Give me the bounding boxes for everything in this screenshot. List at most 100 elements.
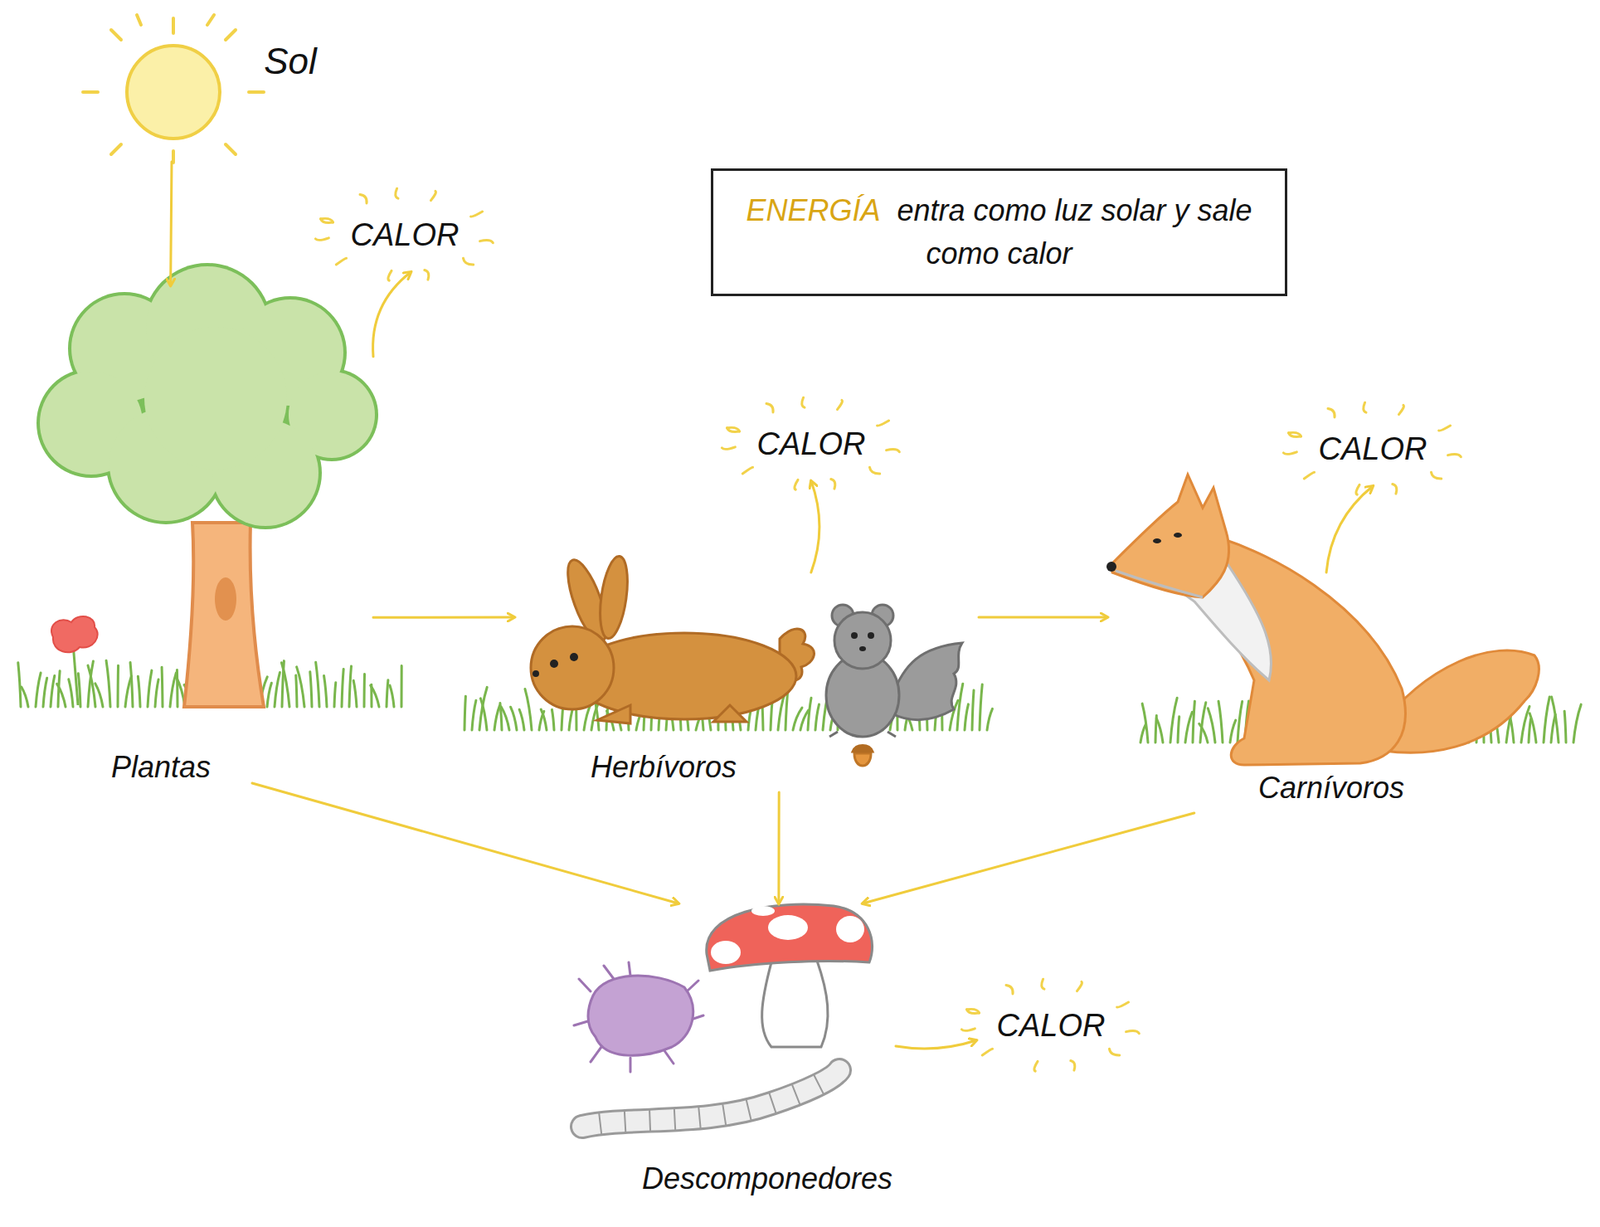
energy-arrow (978, 615, 1108, 618)
grass (175, 670, 180, 707)
decomposers-label: Descomponedores (641, 1161, 893, 1197)
grass (464, 695, 466, 730)
squirrel (852, 745, 873, 753)
sun-figure (111, 144, 122, 155)
rabbit (532, 670, 540, 677)
sun-figure (111, 29, 122, 40)
heat-ray (869, 466, 880, 474)
grass (160, 666, 165, 707)
flower (51, 616, 98, 652)
grass (386, 680, 389, 707)
mushroom (836, 915, 865, 943)
grass (471, 700, 477, 730)
heat-ray (320, 218, 334, 224)
heat-ray (1117, 1001, 1129, 1007)
grass (116, 665, 121, 707)
grass (1543, 696, 1550, 743)
energy-arrow (373, 616, 515, 619)
grass (1207, 708, 1216, 743)
worm (582, 1069, 840, 1127)
heat-ray (462, 257, 473, 265)
tree (184, 522, 264, 707)
heat-ray (982, 1048, 993, 1056)
worm (598, 1074, 823, 1134)
squirrel (891, 642, 963, 720)
heat-ray (320, 218, 334, 223)
heat-ray (471, 211, 483, 217)
worm (746, 1099, 752, 1119)
heat-ray (727, 427, 740, 432)
heat-ray (1363, 402, 1367, 413)
grass (500, 706, 510, 730)
grass (296, 666, 305, 707)
sun-figure (248, 90, 264, 94)
grass (95, 683, 103, 707)
heat-ray (359, 194, 367, 204)
heat-ray (1398, 404, 1404, 414)
worm (814, 1074, 824, 1093)
grass (155, 679, 159, 707)
worm (648, 1110, 652, 1131)
energy-arrow (862, 812, 1195, 904)
grass (130, 661, 133, 707)
mushroom (706, 904, 873, 971)
heat-ray (1327, 408, 1335, 418)
grass (1528, 719, 1531, 743)
grass (480, 698, 487, 730)
grass (43, 677, 48, 707)
worm (769, 1093, 777, 1113)
heat-label: CALOR (996, 1007, 1106, 1044)
grass (316, 661, 320, 707)
sun-node: Sol (116, 20, 357, 162)
heat-ray (766, 403, 774, 413)
grass (1177, 716, 1180, 743)
grass (274, 671, 280, 707)
heat-label: CALOR (757, 426, 866, 463)
energy-arrow (252, 782, 679, 904)
rabbit (549, 659, 559, 668)
grass (370, 685, 380, 707)
heat-ray (967, 1009, 980, 1014)
squirrel (854, 753, 871, 766)
mite (573, 962, 704, 1072)
sun-label: Sol (263, 40, 317, 83)
grass (1199, 723, 1208, 743)
grass (964, 704, 968, 730)
grass (525, 688, 532, 730)
grass (87, 665, 96, 707)
mushroom (768, 914, 808, 940)
plants-label: Plantas (111, 749, 211, 785)
grass (353, 680, 357, 707)
grass (479, 686, 487, 730)
worm (722, 1104, 726, 1125)
tree (214, 577, 237, 621)
mushroom (710, 940, 741, 964)
herbivores-node: Herbívoros (514, 572, 979, 793)
fox (1106, 561, 1117, 572)
energy-arrow (777, 792, 780, 904)
worm (582, 1069, 840, 1134)
squirrel (851, 632, 858, 639)
heat-ray (1356, 484, 1360, 495)
flower (72, 642, 78, 706)
grass (389, 685, 394, 707)
heat-ray (1288, 432, 1302, 438)
sun-figure (126, 45, 220, 139)
fox (1106, 474, 1539, 765)
decomposers-node: Descomponedores (547, 903, 896, 1202)
grass (1142, 703, 1148, 743)
heat-ray (742, 466, 753, 474)
fox (1152, 538, 1162, 544)
fox (1115, 570, 1203, 598)
heat-ray (877, 420, 890, 426)
grass (510, 706, 517, 730)
grass (310, 671, 312, 707)
heat-ray (1283, 452, 1297, 455)
grass (1573, 704, 1581, 743)
heat-ray (1288, 432, 1302, 437)
energy-keyword: ENERGÍA (745, 193, 881, 228)
rabbit (595, 554, 633, 640)
heat-burst: CALOR (736, 406, 886, 482)
grass (341, 668, 344, 707)
grass (21, 686, 29, 707)
